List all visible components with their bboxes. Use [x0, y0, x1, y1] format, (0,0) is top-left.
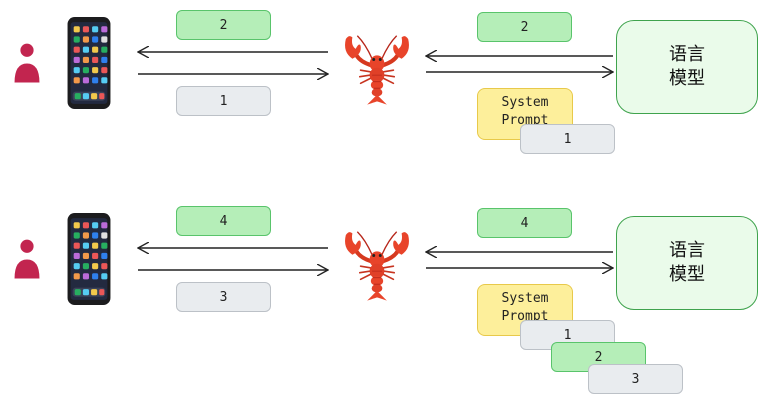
context-item: 3	[588, 364, 683, 394]
context-item: 1	[520, 124, 615, 154]
message-from-model: 2	[477, 12, 572, 42]
language-model-label: 语言 模型	[669, 44, 705, 89]
message-from-user: 3	[176, 282, 271, 312]
arrows-top	[0, 0, 768, 130]
arrows-bottom	[0, 196, 768, 326]
message-from-user: 1	[176, 86, 271, 116]
message-from-model: 4	[477, 208, 572, 238]
message-to-user: 4	[176, 206, 271, 236]
language-model-box: 语言 模型	[616, 20, 758, 114]
language-model-label: 语言 模型	[669, 240, 705, 285]
language-model-box: 语言 模型	[616, 216, 758, 310]
message-to-user: 2	[176, 10, 271, 40]
